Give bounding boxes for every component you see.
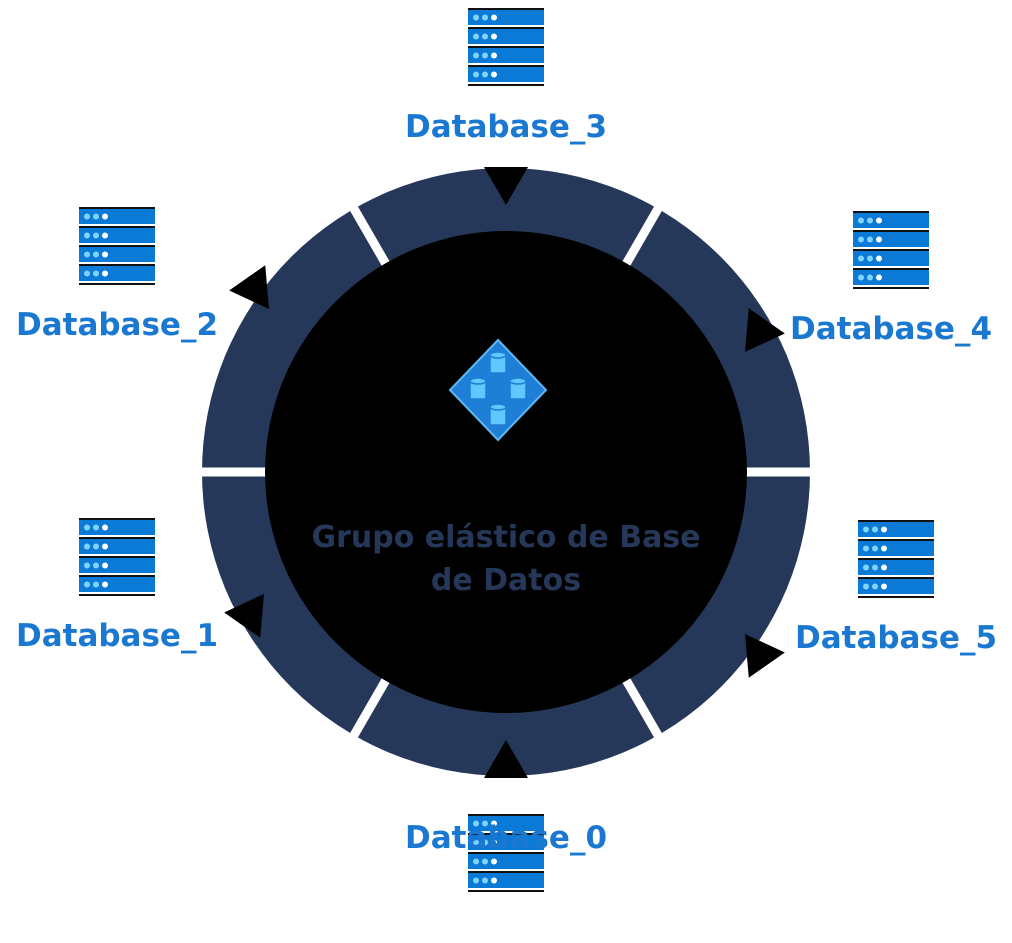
database-node-0[interactable]: Database_0 bbox=[405, 814, 607, 892]
database-server-icon bbox=[858, 520, 934, 598]
connector-arrow-5 bbox=[745, 634, 785, 678]
connector-arrow-1 bbox=[484, 740, 528, 778]
database-label: Database_5 bbox=[795, 620, 997, 656]
connector-arrow-0 bbox=[484, 167, 528, 205]
database-label: Database_0 bbox=[405, 820, 607, 856]
pool-title-line1: Grupo elástico de Base bbox=[311, 520, 700, 555]
connector-arrows bbox=[224, 167, 785, 778]
database-server-icon bbox=[79, 207, 155, 285]
database-server-icon bbox=[468, 814, 544, 892]
connector-arrow-2 bbox=[229, 265, 269, 309]
database-label: Database_3 bbox=[405, 109, 607, 145]
pool-title-line2: de Datos bbox=[431, 563, 581, 598]
database-label: Database_2 bbox=[16, 307, 218, 343]
database-server-icon bbox=[79, 518, 155, 596]
database-node-3[interactable]: Database_3 bbox=[405, 8, 607, 145]
connector-arrow-4 bbox=[224, 594, 264, 638]
ring-separator-2 bbox=[348, 203, 391, 268]
elastic-pool-icon bbox=[448, 338, 548, 442]
database-nodes: Database_0 Database_1 Database_2 Databas… bbox=[16, 8, 997, 892]
ring-separator-3 bbox=[621, 203, 664, 268]
database-node-2[interactable]: Database_2 bbox=[16, 207, 218, 343]
database-node-1[interactable]: Database_1 bbox=[16, 518, 218, 654]
pool-core bbox=[265, 231, 747, 713]
ring-separators bbox=[199, 203, 813, 741]
database-label: Database_1 bbox=[16, 618, 218, 654]
connector-arrow-3 bbox=[745, 308, 785, 352]
database-node-4[interactable]: Database_4 bbox=[790, 211, 992, 347]
ring-separator-4 bbox=[621, 676, 664, 741]
database-server-icon bbox=[468, 8, 544, 86]
database-node-5[interactable]: Database_5 bbox=[795, 520, 997, 656]
database-label: Database_4 bbox=[790, 311, 992, 347]
ring-separator-5 bbox=[348, 676, 391, 741]
database-server-icon bbox=[853, 211, 929, 289]
